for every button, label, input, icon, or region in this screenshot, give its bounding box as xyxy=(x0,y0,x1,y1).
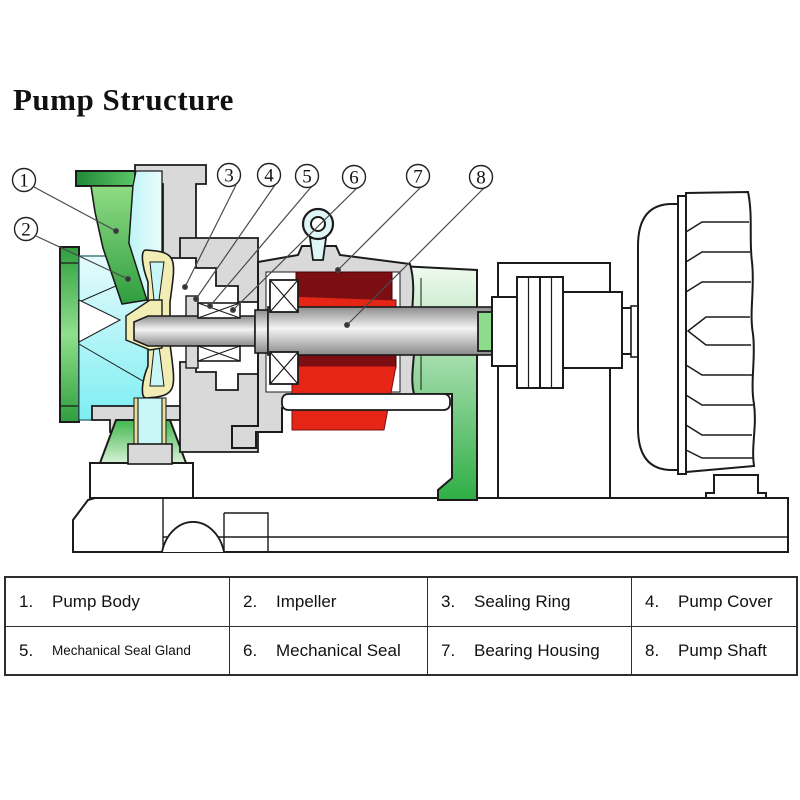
motor xyxy=(637,190,767,499)
svg-text:4: 4 xyxy=(264,166,274,187)
callout-4: 4 xyxy=(256,162,282,188)
legend-cell-8: 8.Pump Shaft xyxy=(631,626,796,674)
motor-fins xyxy=(685,190,756,474)
leader-lines xyxy=(33,184,486,329)
legend-cell-1: 1.Pump Body xyxy=(19,592,140,611)
svg-text:5: 5 xyxy=(302,167,312,188)
legend-cell-6: 6.Mechanical Seal xyxy=(229,626,427,674)
svg-text:3: 3 xyxy=(224,166,234,187)
pump-shaft xyxy=(133,306,498,356)
svg-text:1: 1 xyxy=(19,171,29,192)
baseplate xyxy=(72,497,789,553)
mechanical-seal xyxy=(197,302,241,362)
callout-3: 3 xyxy=(216,162,242,188)
callout-7: 7 xyxy=(405,163,431,189)
callout-5: 5 xyxy=(294,163,320,189)
page-title: Pump Structure xyxy=(13,82,234,117)
callout-8: 8 xyxy=(468,164,494,190)
discharge-flange xyxy=(75,170,138,187)
legend-cell-2: 2.Impeller xyxy=(229,578,427,626)
coupling xyxy=(477,276,639,389)
legend-cell-3: 3.Sealing Ring xyxy=(427,578,631,626)
callout-6: 6 xyxy=(341,164,367,190)
legend-cell-5: 5.Mechanical Seal Gland xyxy=(6,626,229,674)
pump-pedestal xyxy=(89,462,194,499)
svg-text:6: 6 xyxy=(349,168,359,189)
bearing xyxy=(269,279,299,385)
legend-cell-4: 4.Pump Cover xyxy=(631,578,796,626)
callout-2: 2 xyxy=(13,216,39,242)
legend-cell-7: 7.Bearing Housing xyxy=(427,626,631,674)
lifting-eye-bolt xyxy=(301,207,335,261)
svg-text:8: 8 xyxy=(476,168,486,189)
callout-1: 1 xyxy=(11,167,37,193)
svg-text:7: 7 xyxy=(413,167,423,188)
motor-foot xyxy=(705,474,767,499)
svg-text:2: 2 xyxy=(21,220,31,241)
callout-bubbles: 1 2 3 4 5 6 7 8 xyxy=(11,162,494,242)
legend-table: 1.Pump Body 2.Impeller 3.Sealing Ring 4.… xyxy=(4,576,798,676)
